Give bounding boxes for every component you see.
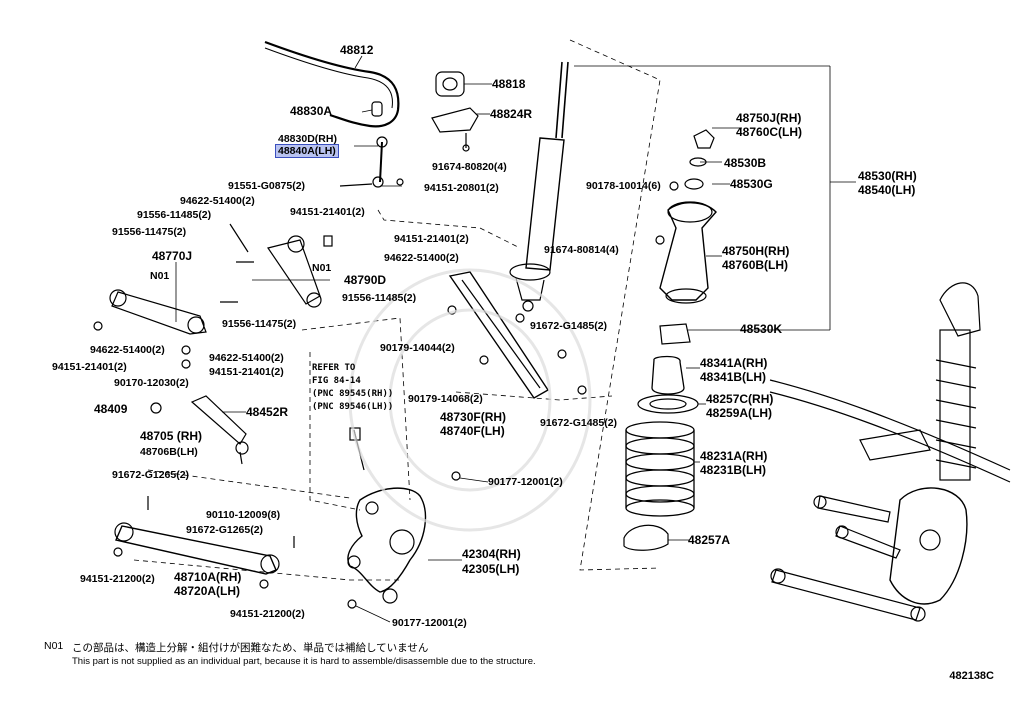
label-48770J[interactable]: 48770J	[152, 249, 193, 263]
coil-spring-48231A	[625, 421, 695, 517]
label-48705[interactable]: 48705 (RH)	[140, 429, 203, 443]
spring-seat-48257C	[637, 394, 699, 414]
label-48812[interactable]: 48812	[340, 43, 374, 57]
refer-note: REFER TO FIG 84-14 (PNC 89545(RH)) (PNC …	[312, 362, 393, 414]
label-48760B[interactable]: 48760B(LH)	[722, 258, 789, 272]
label-94151-21200-b[interactable]: 94151-21200(2)	[230, 608, 305, 620]
label-48231A[interactable]: 48231A(RH)	[700, 449, 768, 463]
label-94151-20801[interactable]: 94151-20801(2)	[424, 182, 499, 194]
label-94151-21401-c[interactable]: 94151-21401(2)	[209, 366, 284, 378]
label-91672-G1265-b[interactable]: 91672-G1265(2)	[186, 524, 264, 536]
label-48750H[interactable]: 48750H(RH)	[722, 244, 790, 258]
bump-stop-48341A	[651, 355, 685, 395]
label-42304[interactable]: 42304(RH)	[462, 547, 521, 561]
label-91674-80814[interactable]: 91674-80814(4)	[544, 244, 619, 256]
label-94151-21401-a[interactable]: 94151-21401(2)	[290, 206, 365, 218]
label-91672-G1485-a[interactable]: 91672-G1485(2)	[530, 320, 608, 332]
label-94622-51400-c[interactable]: 94622-51400(2)	[209, 352, 284, 364]
label-48530K[interactable]: 48530K	[740, 322, 783, 336]
footnote-code: N01	[44, 640, 64, 652]
lower-seat-48257A	[623, 524, 669, 551]
label-42305[interactable]: 42305(LH)	[462, 562, 520, 576]
label-94151-21401-d[interactable]: 94151-21401(2)	[394, 233, 469, 245]
label-91672-G1265-a[interactable]: 91672-G1265(2)	[112, 469, 190, 481]
label-48760C[interactable]: 48760C(LH)	[736, 125, 803, 139]
label-91674-80820[interactable]: 91674-80820(4)	[432, 161, 507, 173]
label-48740F[interactable]: 48740F(LH)	[440, 424, 505, 438]
knuckle-42304	[347, 487, 427, 593]
label-48840A-highlighted[interactable]: 48840A(LH)	[275, 144, 339, 158]
label-94622-51400-d[interactable]: 94622-51400(2)	[384, 252, 459, 264]
label-48730F[interactable]: 48730F(RH)	[440, 410, 507, 424]
label-48830A[interactable]: 48830A	[290, 104, 333, 118]
footnote-japanese: この部品は、構造上分解・組付けが困難なため、単品では補給していません	[72, 642, 429, 654]
label-N01-b[interactable]: N01	[312, 262, 332, 274]
label-48409[interactable]: 48409	[94, 402, 128, 416]
stabilizer-link	[379, 141, 383, 183]
label-48720A[interactable]: 48720A(LH)	[174, 584, 241, 598]
bumper-48530K	[659, 323, 691, 345]
label-48530-RH[interactable]: 48530(RH)	[858, 169, 917, 183]
label-N01-a[interactable]: N01	[150, 270, 170, 282]
label-48452R[interactable]: 48452R	[246, 405, 289, 419]
label-48257C[interactable]: 48257C(RH)	[706, 392, 774, 406]
lower-arm-48730F	[448, 271, 549, 399]
refer-line-1: REFER TO	[312, 363, 356, 373]
label-94622-51400-b[interactable]: 94622-51400(2)	[90, 344, 165, 356]
label-94151-21401-b[interactable]: 94151-21401(2)	[52, 361, 127, 373]
label-48530G[interactable]: 48530G	[730, 177, 773, 191]
label-91556-11485-a[interactable]: 91556-11485(2)	[137, 209, 212, 221]
stabilizer-bar	[264, 40, 400, 128]
label-91556-11475-b[interactable]: 91556-11475(2)	[222, 318, 297, 330]
label-90178-10014[interactable]: 90178-10014(6)	[586, 180, 661, 192]
label-48824R[interactable]: 48824R	[490, 107, 533, 121]
label-48830D[interactable]: 48830D(RH)	[278, 133, 337, 145]
label-91556-11475-a[interactable]: 91556-11475(2)	[112, 226, 187, 238]
label-90177-12001-b[interactable]: 90177-12001(2)	[392, 617, 467, 629]
refer-line-2: FIG 84-14	[312, 376, 361, 386]
label-90170-12030[interactable]: 90170-12030(2)	[114, 377, 189, 389]
assembly-view	[769, 282, 1011, 622]
label-48710A[interactable]: 48710A(RH)	[174, 570, 242, 584]
label-48540-LH[interactable]: 48540(LH)	[858, 183, 916, 197]
footnote-english: This part is not supplied as an individu…	[72, 656, 536, 667]
label-48257A[interactable]: 48257A	[688, 533, 731, 547]
toe-arm-48452R	[190, 395, 247, 445]
label-90179-14068[interactable]: 90179-14068(2)	[408, 393, 483, 405]
label-91556-11485-b[interactable]: 91556-11485(2)	[342, 292, 417, 304]
shock-rod	[555, 61, 563, 139]
label-94151-21200-a[interactable]: 94151-21200(2)	[80, 573, 155, 585]
label-48231B[interactable]: 48231B(LH)	[700, 463, 767, 477]
label-48530B[interactable]: 48530B	[724, 156, 767, 170]
label-91551-G0875[interactable]: 91551-G0875(2)	[228, 180, 306, 192]
diagram-code: 482138C	[949, 670, 994, 682]
refer-line-3[interactable]: (PNC 89545(RH))	[312, 389, 394, 399]
label-48341A[interactable]: 48341A(RH)	[700, 356, 768, 370]
nut-48750J	[693, 129, 715, 149]
strut-mount-48750H	[659, 202, 717, 301]
label-94622-51400-a[interactable]: 94622-51400(2)	[180, 195, 255, 207]
label-48341B[interactable]: 48341B(LH)	[700, 370, 767, 384]
label-90177-12001-a[interactable]: 90177-12001(2)	[488, 476, 563, 488]
label-48750J[interactable]: 48750J(RH)	[736, 111, 802, 125]
label-91672-G1485-b[interactable]: 91672-G1485(2)	[540, 417, 618, 429]
bushing-48818	[435, 71, 465, 97]
label-48790D[interactable]: 48790D	[344, 273, 387, 287]
label-48706B[interactable]: 48706B(LH)	[140, 446, 198, 458]
refer-line-4[interactable]: (PNC 89546(LH))	[312, 402, 394, 412]
label-48818[interactable]: 48818	[492, 77, 526, 91]
label-90110-12009[interactable]: 90110-12009(8)	[206, 509, 281, 521]
bracket-48824R	[431, 107, 479, 133]
label-48259A[interactable]: 48259A(LH)	[706, 406, 773, 420]
label-90179-14044[interactable]: 90179-14044(2)	[380, 342, 455, 354]
